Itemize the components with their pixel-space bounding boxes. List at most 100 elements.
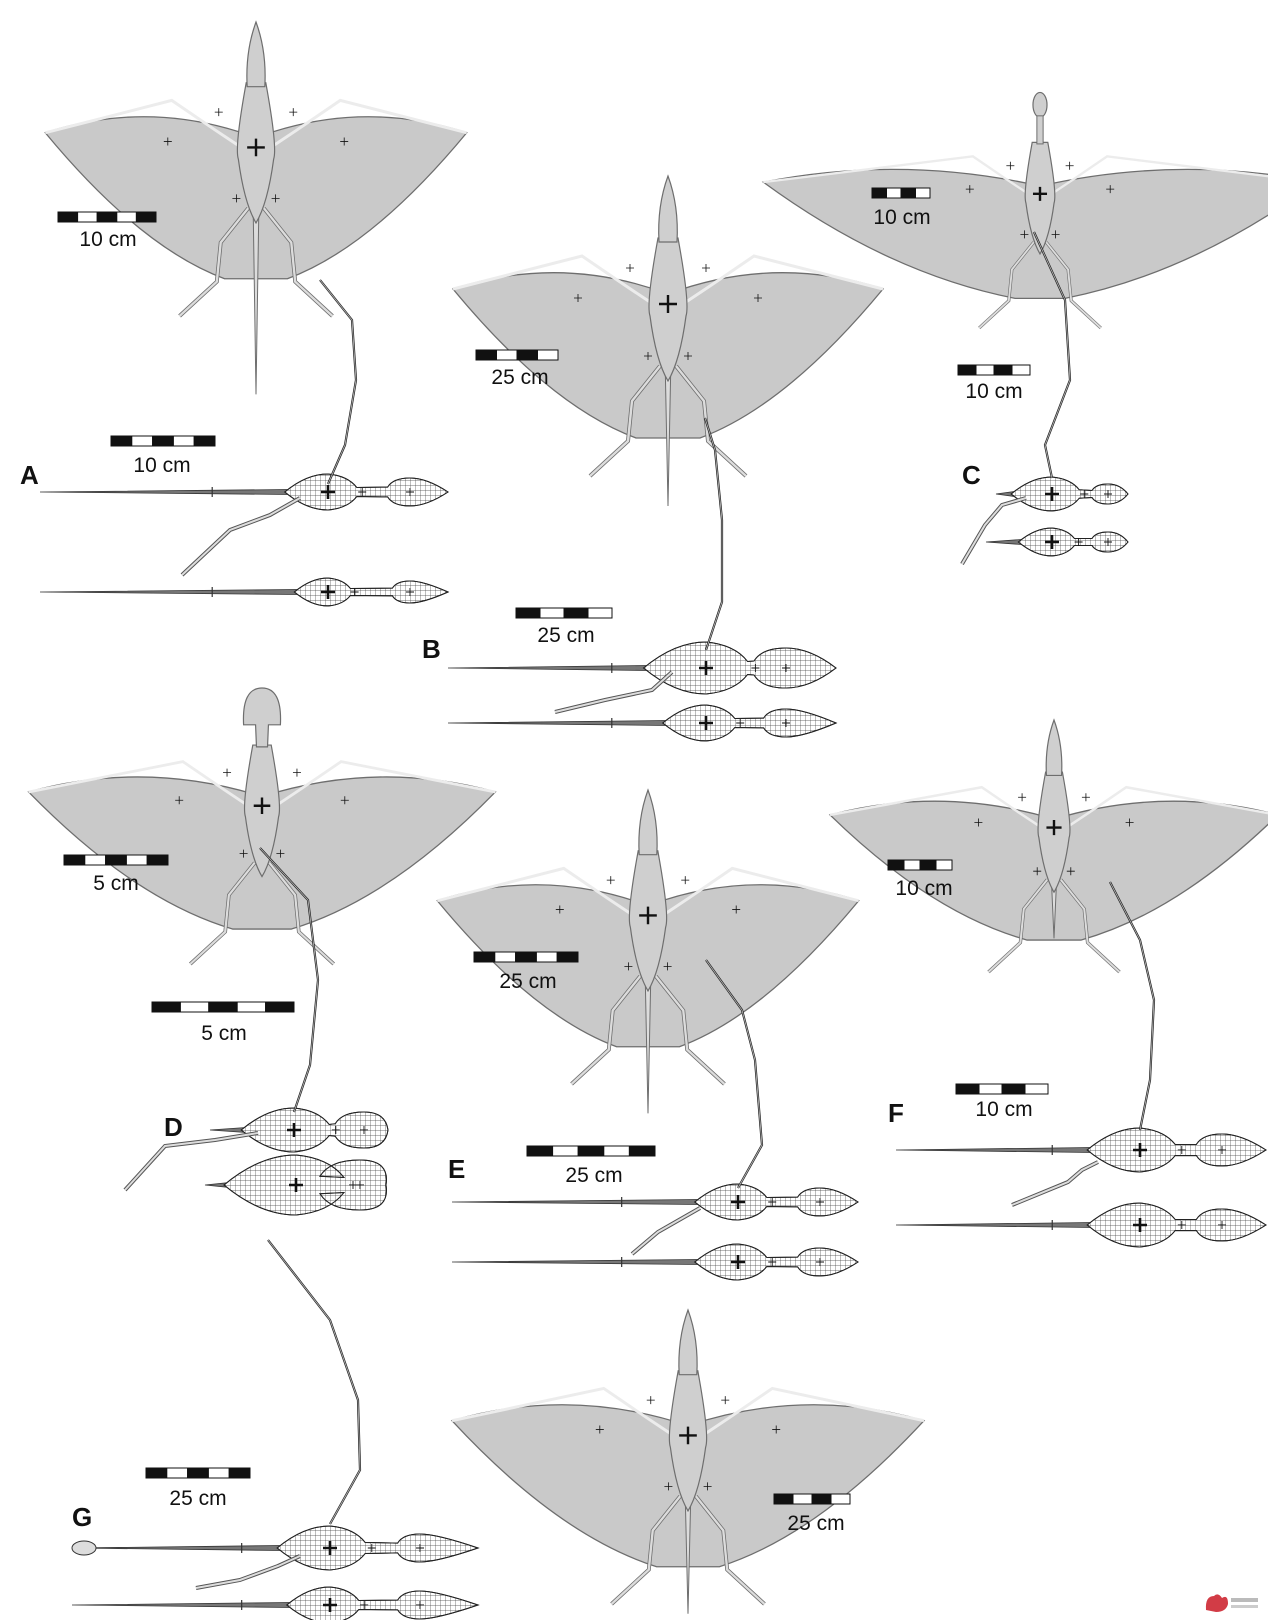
body-mesh	[240, 1107, 389, 1153]
tail	[39, 589, 298, 595]
body-mesh	[662, 704, 838, 742]
segment-mass-marker	[664, 1482, 673, 1491]
segment-mass-marker	[340, 796, 349, 805]
head-mass-marker	[1218, 1146, 1226, 1154]
tail	[451, 1199, 699, 1205]
panel-d-side-view	[123, 847, 389, 1192]
tail	[209, 1127, 246, 1133]
body-mesh	[1010, 476, 1129, 512]
scale-bar-segment	[494, 951, 517, 963]
scale-bar-segment	[587, 607, 613, 619]
center-of-mass-marker	[731, 1255, 745, 1269]
body-mesh	[293, 577, 450, 607]
neck-mass-marker	[367, 1544, 376, 1552]
scale-bar-segment	[1024, 1083, 1049, 1095]
panel-f-side-view	[895, 881, 1267, 1207]
neck-mass-marker	[349, 1181, 357, 1189]
segment-mass-marker	[214, 108, 223, 117]
neck-mass-marker	[358, 488, 367, 496]
center-of-mass-marker	[287, 1123, 301, 1137]
segment-mass-marker	[1020, 230, 1029, 239]
scale-bar-segment	[236, 1001, 267, 1013]
hind-limb	[960, 496, 1027, 566]
watermark-logo	[1202, 1590, 1262, 1616]
scale-bar-segment	[96, 211, 118, 223]
scale-bar-segment	[915, 187, 931, 199]
segment-mass-marker	[175, 796, 184, 805]
scale-bar-label: 25 cm	[491, 366, 548, 389]
scale-bar-label: 10 cm	[873, 206, 930, 229]
segment-mass-marker	[292, 768, 301, 777]
panel-e-top-view	[451, 1243, 859, 1281]
head-mass-marker	[416, 1544, 424, 1552]
panel-d-plan-scale: 5 cm	[63, 854, 169, 895]
scale-bar-segment	[116, 211, 137, 223]
neck-mass-marker	[736, 719, 745, 727]
scale-bar-label: 10 cm	[79, 228, 136, 251]
panel-b-plan-scale: 25 cm	[475, 349, 559, 389]
body-mesh	[694, 1183, 859, 1221]
center-of-mass-marker	[1045, 535, 1059, 549]
wing-bone	[28, 760, 496, 806]
segment-mass-marker	[163, 137, 172, 146]
segment-mass-marker	[681, 876, 690, 885]
scale-bar-segment	[515, 607, 541, 619]
wing-bone	[763, 155, 1268, 194]
head	[246, 20, 266, 88]
panel-g-side-scale: 25 cm	[145, 1467, 251, 1510]
segment-mass-marker	[721, 1396, 730, 1405]
head-mass-marker	[1104, 490, 1112, 498]
neck-mass-marker	[768, 1198, 777, 1206]
neck-mass-marker	[768, 1258, 777, 1266]
body-mesh	[1086, 1202, 1267, 1248]
panel-g-plan-scale: 25 cm	[773, 1493, 851, 1535]
scale-bar-segment	[193, 435, 216, 447]
panel-f-plan-view	[828, 718, 1268, 974]
panel-b-plan-view	[451, 174, 885, 507]
head-mass-marker	[1104, 538, 1112, 546]
segment-mass-marker	[754, 294, 762, 302]
scale-bar-segment	[105, 854, 127, 866]
scale-bar-segment	[886, 187, 902, 199]
scale-bar-segment	[496, 349, 518, 361]
scale-bar-segment	[145, 1467, 168, 1479]
segment-mass-marker	[232, 194, 241, 203]
segment-mass-marker	[1018, 793, 1027, 802]
panel-g-plan-view	[450, 1308, 926, 1614]
segment-mass-marker	[624, 962, 633, 971]
neck-mass-marker	[1177, 1221, 1186, 1229]
scale-bar-segment	[151, 1001, 181, 1013]
segment-mass-marker	[1051, 230, 1060, 239]
panel-e-side-view	[451, 959, 859, 1256]
center-of-mass-marker	[253, 797, 271, 815]
scale-bar-segment	[125, 854, 148, 866]
panel-a-plan-view	[44, 20, 468, 395]
head-mass-marker	[782, 664, 790, 672]
center-of-mass-marker	[323, 1598, 337, 1612]
scale-bar-label: 10 cm	[133, 454, 190, 477]
wing-bone	[44, 98, 468, 147]
neck-mass-marker	[350, 588, 359, 596]
tail	[895, 1222, 1092, 1228]
tail	[447, 720, 667, 726]
center-of-mass-marker	[1133, 1218, 1147, 1232]
scale-bar-segment	[228, 1467, 251, 1479]
scale-bar-label: 10 cm	[965, 380, 1022, 403]
panel-a-top-view	[39, 577, 450, 607]
tail	[985, 539, 1022, 545]
segment-mass-marker	[271, 194, 280, 203]
scale-bar-segment	[63, 854, 86, 866]
scale-bar-segment	[131, 435, 154, 447]
center-of-mass-marker	[1045, 487, 1059, 501]
segment-mass-marker	[965, 185, 974, 194]
wing-bone	[829, 785, 1268, 827]
body-mesh	[1017, 527, 1129, 557]
neck-mass-marker	[1177, 1146, 1186, 1154]
head-mass-marker	[1218, 1221, 1226, 1229]
tail	[451, 1259, 699, 1265]
head	[638, 788, 658, 856]
body-mesh	[276, 1525, 480, 1571]
head-mass-marker	[816, 1258, 824, 1266]
center-of-mass-marker	[321, 485, 335, 499]
